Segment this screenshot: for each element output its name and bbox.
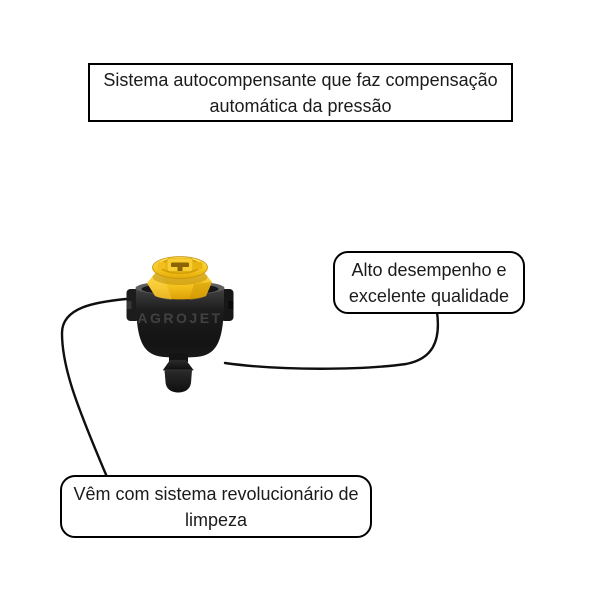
left-ear-notch — [126, 301, 132, 309]
note-top-line-1: Sistema autocompensante que faz compensa… — [103, 69, 498, 90]
product-image: AGROJET — [126, 256, 234, 393]
cap-hex-right-facet — [189, 282, 212, 300]
connector-line-bottom-left — [60, 297, 128, 479]
barb-cone — [163, 360, 194, 370]
note-autocompensating-system: Sistema autocompensante que faz compensa… — [88, 63, 513, 122]
connector-line-right — [223, 310, 440, 370]
right-ear-notch — [228, 301, 234, 309]
note-right-line-1: Alto desempenho e — [351, 259, 507, 280]
product-body — [136, 283, 224, 358]
connector-lines — [60, 297, 440, 479]
product-barb — [163, 353, 194, 393]
cap-hex-left-facet — [147, 271, 172, 300]
note-top-line-2: automática da pressão — [209, 95, 392, 116]
cap-left-tab — [157, 262, 165, 269]
cap-slot-notch — [177, 266, 183, 271]
note-right-line-2: excelente qualidade — [348, 285, 510, 306]
product-brand-label: AGROJET — [137, 310, 222, 326]
note-cleaning-system: Vêm com sistema revolucionário de limpez… — [60, 475, 372, 538]
note-high-performance: Alto desempenho e excelente qualidade — [333, 251, 525, 314]
note-bottom-line-1: Vêm com sistema revolucionário de — [73, 483, 359, 504]
note-bottom-line-2: limpeza — [184, 509, 248, 530]
cap-right-tab — [195, 262, 203, 269]
product-cap — [147, 256, 212, 300]
cap-slot — [171, 262, 189, 267]
barb-bulb — [164, 370, 192, 393]
barb-neck — [169, 353, 188, 362]
